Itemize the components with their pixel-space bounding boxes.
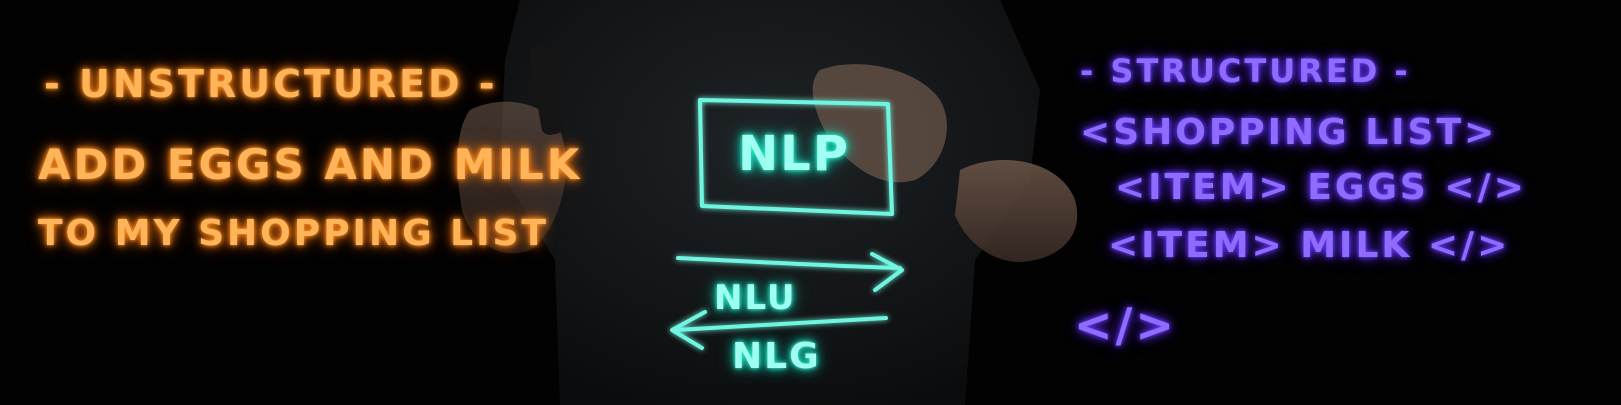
structured-line-4: </> [1074, 298, 1177, 352]
right-arm [955, 160, 1078, 262]
unstructured-heading: - UNSTRUCTURED - [44, 62, 498, 106]
structured-heading: - STRUCTURED - [1080, 52, 1411, 90]
arrow-left [670, 310, 888, 350]
structured-line-3: <ITEM> MILK </> [1108, 225, 1511, 266]
nlu-label: NLU [714, 278, 797, 318]
nlp-box [698, 98, 894, 216]
arrow-right [676, 252, 904, 292]
unstructured-line-1: ADD EGGS AND MILK [38, 140, 583, 189]
unstructured-line-2: TO MY SHOPPING LIST [38, 213, 549, 254]
left-arm [457, 101, 566, 254]
structured-line-1: <SHOPPING LIST> [1080, 112, 1498, 153]
nlg-label: NLG [732, 336, 821, 377]
structured-line-2: <ITEM> EGGS </> [1115, 167, 1527, 208]
marker [528, 45, 564, 135]
nlp-label: NLP [738, 126, 850, 182]
right-hand [812, 64, 947, 183]
